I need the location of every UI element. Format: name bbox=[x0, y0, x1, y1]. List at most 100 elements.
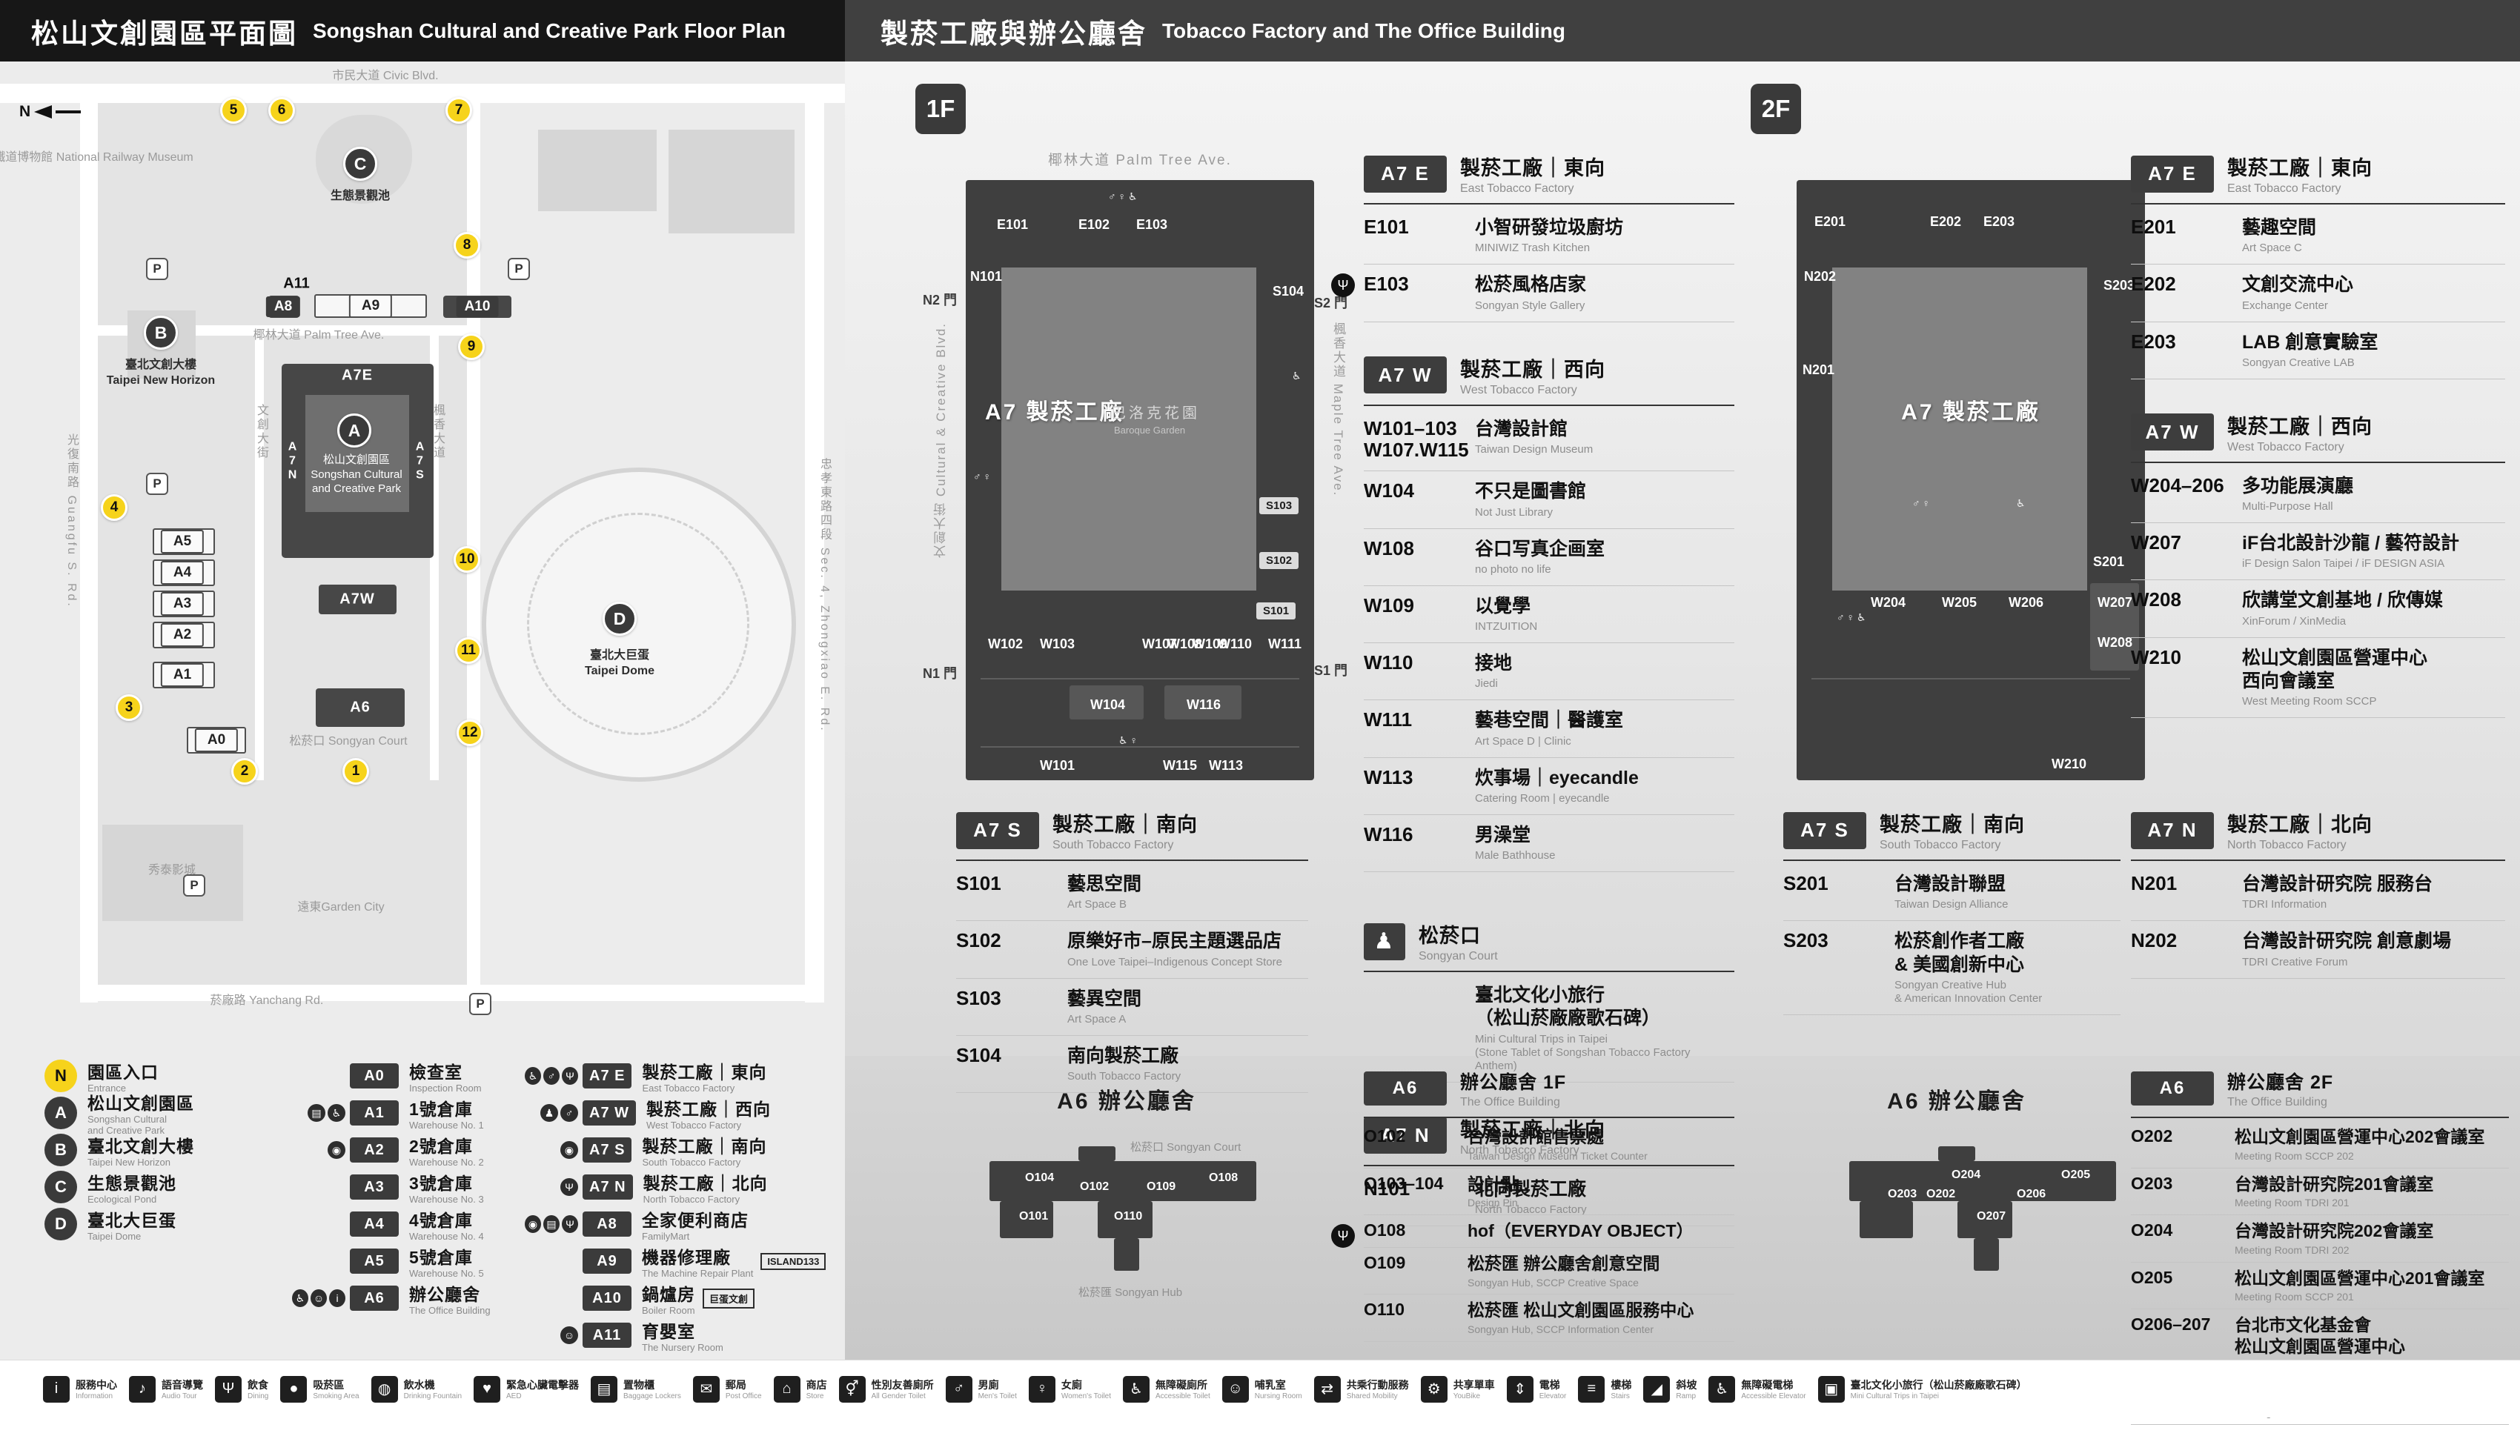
plan-room-O104: O104 bbox=[1025, 1171, 1055, 1184]
plan-facility-icons: ♿ bbox=[1292, 370, 1304, 382]
legend-en: West Tobacco Factory bbox=[646, 1119, 742, 1131]
legend-en: The Machine Repair Plant bbox=[642, 1267, 754, 1279]
a6-2f-notch bbox=[1938, 1146, 1975, 1161]
room-name-en: Songyan Creative LAB bbox=[2242, 356, 2355, 369]
f2-seam-1 bbox=[1811, 678, 2130, 679]
room-name-en: Meeting Room SCCP 201 bbox=[2235, 1291, 2354, 1303]
room-code: W204–206 bbox=[2131, 473, 2224, 496]
legend-mini-icon: ◉ bbox=[560, 1141, 578, 1159]
legend-en: The Nursery Room bbox=[642, 1341, 723, 1353]
facility-label-zh: 臺北文化小旅行（松山菸廠廠歌石碑） bbox=[1850, 1379, 2027, 1391]
room-code: S102 bbox=[956, 929, 1001, 952]
facility-icon: ◢ bbox=[1643, 1375, 1671, 1403]
room-code: N201 bbox=[2131, 872, 2178, 894]
section-title-en: Songyan Court bbox=[1419, 950, 1498, 963]
legend-row-icons: ◉ bbox=[292, 1141, 345, 1159]
room-name-zh: 不只是圖書館 bbox=[1475, 481, 1587, 502]
room-name-en: Not Just Library bbox=[1475, 505, 1554, 519]
area-label-A4: A4 bbox=[160, 561, 205, 585]
room-name-en: INTZUITION bbox=[1475, 620, 1538, 634]
legend-tag: ISLAND133 bbox=[760, 1252, 826, 1270]
plan-room-W204: W204 bbox=[1871, 595, 1906, 610]
map-entrance-marker-3: 3 bbox=[116, 694, 142, 721]
plan-room-W113: W113 bbox=[1209, 758, 1244, 773]
plan-room-S101: S101 bbox=[1256, 602, 1296, 619]
facility-label-en: Shared Mobility bbox=[1346, 1392, 1398, 1400]
room-name-zh: 松菸創作者工廠 & 美國創新中心 bbox=[1894, 931, 2025, 975]
legend-mini-icon: Ψ bbox=[562, 1215, 578, 1233]
street-label: 文創大街 bbox=[255, 404, 268, 460]
room-code: S201 bbox=[1783, 872, 1828, 894]
facility-label-zh: 語音導覽 bbox=[162, 1379, 203, 1391]
a6-2f-stub bbox=[1974, 1238, 1999, 1271]
gate-label: N1 門 bbox=[923, 666, 958, 681]
a6-1f-title: A6 辦公廳舍 bbox=[1057, 1089, 1196, 1114]
room-code: O102 bbox=[1364, 1126, 1406, 1146]
room-name-zh: 谷口写真企画室 bbox=[1475, 538, 1605, 559]
legend-row-icons: ◉ bbox=[525, 1141, 578, 1159]
room-name-en: Meeting Room SCCP 202 bbox=[2235, 1149, 2354, 1162]
room-name-zh: 原樂好市–原民主題選品店 bbox=[1067, 931, 1281, 952]
room-name-en: West Meeting Room SCCP bbox=[2242, 695, 2377, 708]
facility-label-en: Nursing Room bbox=[1254, 1392, 1302, 1400]
taipei-dome-shape bbox=[482, 468, 796, 782]
facility-icon: Ψ bbox=[215, 1375, 242, 1403]
room-code: W210 bbox=[2131, 645, 2181, 668]
floor-1f-badge: 1F bbox=[915, 84, 966, 134]
room-name-en: Songyan Hub, SCCP Creative Space bbox=[1468, 1276, 1639, 1289]
legend-en: North Tobacco Factory bbox=[643, 1193, 740, 1205]
legend-zh: 4號倉庫 bbox=[409, 1210, 473, 1230]
legend-badge-N: N bbox=[44, 1060, 77, 1092]
legend-zh: 臺北大巨蛋 bbox=[87, 1210, 176, 1230]
legend-en: Inspection Room bbox=[409, 1082, 482, 1094]
facility-label-zh: 樓梯 bbox=[1611, 1379, 1632, 1391]
legend-en: FamilyMart bbox=[642, 1230, 690, 1242]
legend-en: The Office Building bbox=[409, 1304, 491, 1316]
plan-facility-icons: ♂♀ bbox=[1912, 497, 1932, 509]
facility-label-zh: 共乘行動服務 bbox=[1346, 1379, 1409, 1391]
legend-en: Warehouse No. 4 bbox=[409, 1230, 484, 1242]
section-badge: A7 S bbox=[956, 811, 1039, 849]
parking-icon: P bbox=[469, 993, 491, 1015]
street-label: 光復南路 Guangfu S. Rd. bbox=[65, 433, 78, 608]
legend-badge-A3: A3 bbox=[350, 1174, 399, 1200]
plan-room-S203: S203 bbox=[2103, 278, 2135, 293]
facility-icon: ♂ bbox=[945, 1375, 972, 1403]
gate-label: S2 門 bbox=[1314, 296, 1348, 310]
area-label-A6: A6 bbox=[350, 699, 371, 716]
street-label: 遠東Garden City bbox=[297, 901, 385, 914]
plan-room-S104: S104 bbox=[1273, 284, 1304, 299]
landmark-label: 臺北大巨蛋 Taipei Dome bbox=[585, 649, 654, 677]
section-title-zh: 製菸工廠｜東向 bbox=[2227, 157, 2373, 179]
legend-en: Warehouse No. 3 bbox=[409, 1193, 484, 1205]
legend-mini-icon: ♿ bbox=[292, 1289, 308, 1307]
facility-icon: ♥ bbox=[474, 1375, 500, 1403]
area-label-A5: A5 bbox=[160, 530, 205, 554]
compass-n-label: N bbox=[19, 103, 31, 120]
room-name-en: no photo no life bbox=[1475, 562, 1551, 576]
section-badge: A7 E bbox=[2131, 155, 2214, 193]
plan-room-O202: O202 bbox=[1926, 1188, 1956, 1200]
room-name-zh: 台北市文化基金會 松山文創園區營運中心 bbox=[2235, 1315, 2405, 1356]
room-name-en: South Tobacco Factory bbox=[1067, 1070, 1181, 1083]
legend-mini-icon: i bbox=[329, 1289, 345, 1307]
